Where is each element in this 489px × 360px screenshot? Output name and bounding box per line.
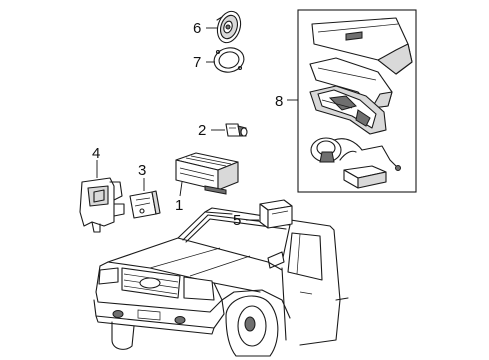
pickup-truck-illustration — [93, 207, 349, 357]
callout-6: 6 — [193, 20, 201, 37]
speaker-part-6 — [216, 10, 242, 44]
callout-1: 1 — [175, 197, 183, 214]
overhead-console-kit-part-8 — [297, 9, 417, 193]
callout-8: 8 — [275, 93, 283, 110]
connector-part-2 — [225, 123, 248, 137]
callout-2: 2 — [198, 122, 206, 139]
amplifier-part-5 — [259, 199, 293, 229]
control-module-part-3 — [129, 190, 161, 219]
speaker-ring-part-7 — [213, 47, 245, 73]
callout-3: 3 — [138, 162, 146, 179]
callout-7: 7 — [193, 54, 201, 71]
callout-4: 4 — [92, 145, 100, 162]
callout-5: 5 — [233, 212, 241, 229]
bracket-module-part-4 — [79, 177, 125, 233]
radio-receiver-part-1 — [175, 152, 239, 195]
